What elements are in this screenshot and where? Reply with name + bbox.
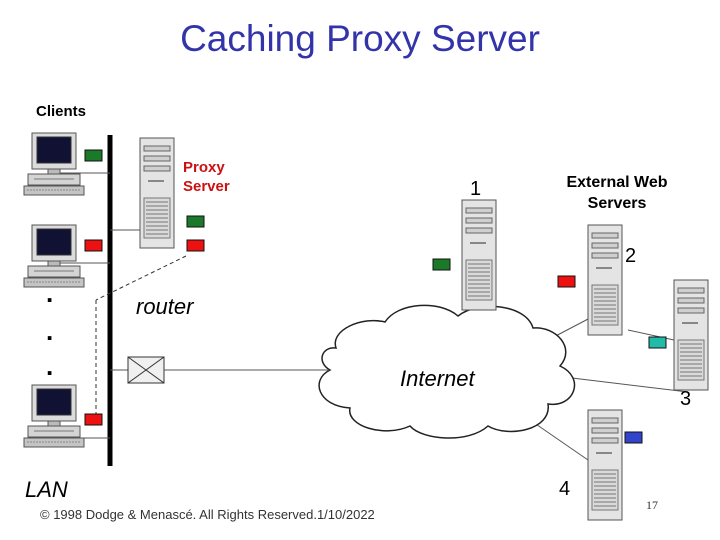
proxy-server-tower (139, 137, 175, 249)
step-4-label: 4 (559, 478, 570, 500)
internet-label: Internet (400, 366, 475, 391)
teal-document-marker (648, 336, 667, 349)
ellipsis-dot-3: . (46, 351, 53, 381)
web-server-2 (587, 224, 623, 336)
red-request-marker (84, 413, 103, 426)
red-request-marker (186, 239, 205, 252)
ellipsis-dot-2: . (46, 316, 53, 346)
green-document-marker (186, 215, 205, 228)
web-server-4 (587, 409, 623, 521)
client-computer-2 (23, 224, 85, 288)
proxy-server-label-line2: Server (183, 178, 230, 195)
green-document-marker (432, 258, 451, 271)
client-computer-1 (23, 132, 85, 196)
dashed-path-diagonal (95, 255, 187, 301)
slide-title: Caching Proxy Server (180, 18, 540, 59)
footer-date: 1/10/2022 (316, 507, 375, 522)
copyright-text: © 1998 Dodge & Menascé. All Rights Reser… (40, 507, 317, 522)
internet-cloud (318, 304, 576, 439)
ellipsis-dot-1: . (46, 278, 53, 308)
client-computer-3 (23, 384, 85, 448)
step-2-label: 2 (625, 245, 636, 267)
blue-document-marker (624, 431, 643, 444)
router-icon (127, 356, 165, 384)
internet-server4-link (529, 419, 589, 461)
footer-copyright: © 1998 Dodge & Menascé. All Rights Reser… (40, 507, 375, 522)
red-request-marker (84, 239, 103, 252)
router-label: router (136, 294, 195, 319)
step-3-label: 3 (680, 388, 691, 410)
external-servers-label-line1: External Web (566, 174, 667, 191)
proxy-server-label-line1: Proxy (183, 159, 225, 176)
clients-label: Clients (36, 103, 86, 120)
web-server-3 (673, 279, 709, 391)
internet-server3-link (571, 377, 689, 393)
red-request-marker (557, 275, 576, 288)
green-document-marker (84, 149, 103, 162)
web-server-1 (461, 199, 497, 311)
page-number: 17 (646, 498, 658, 512)
lan-label: LAN (25, 477, 68, 502)
step-1-label: 1 (470, 178, 481, 200)
external-servers-label-line2: Servers (588, 195, 647, 212)
